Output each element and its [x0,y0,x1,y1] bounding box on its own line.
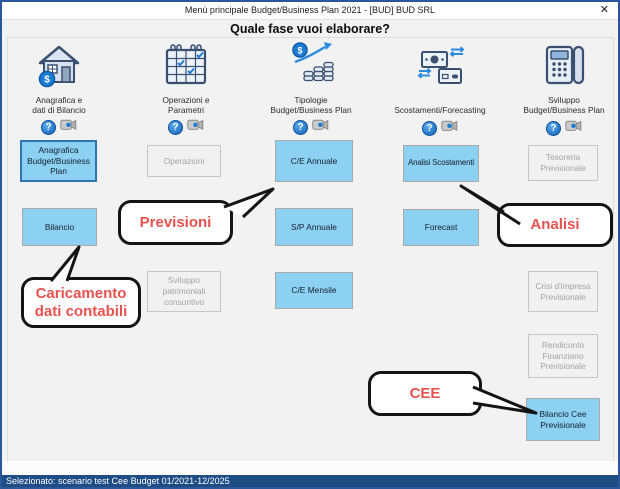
close-icon[interactable]: ✕ [599,4,609,16]
anagrafica-budget-button[interactable]: Anagrafica Budget/Business Plan [20,140,97,182]
column-label-scostamenti: Scostamenti/Forecasting [394,104,486,115]
video-tutorial-icon[interactable] [565,118,582,138]
analisi-callout: Analisi [497,203,613,247]
help-icon[interactable]: ? [293,119,308,135]
ce-annuale-button[interactable]: C/E Annuale [275,140,353,182]
video-tutorial-icon[interactable] [60,117,77,137]
page-title: Quale fase vuoi elaborare? [230,22,390,36]
bilancio-button[interactable]: Bilancio [22,208,97,246]
title-bar: Menù principale Budget/Business Plan 202… [2,2,618,20]
help-row-anagrafica: ? [41,117,77,137]
bottom-panel [3,461,617,475]
svg-text:$: $ [297,46,302,56]
ce-mensile-button[interactable]: C/E Mensile [275,272,353,309]
desk-phone-icon [540,42,588,93]
rendiconto-finanziario-button[interactable]: Rendiconto Finanziario Previsionale [528,334,598,378]
operazioni-button[interactable]: Operazioni [147,145,221,177]
svg-text:$: $ [44,75,50,86]
money-transfer-icon [417,45,465,96]
coins-growth-icon: $ [287,40,335,91]
tesoreria-previsionale-button[interactable]: Tesoreria Previsionale [528,145,598,181]
sp-annuale-button[interactable]: S/P Annuale [275,208,353,246]
help-icon[interactable]: ? [422,120,437,136]
previsioni-callout: Previsioni [118,200,233,245]
analisi-scostamenti-button[interactable]: Analisi Scostamenti [403,145,479,182]
help-row-scostamenti: ? [422,118,458,138]
video-tutorial-icon[interactable] [441,118,458,138]
help-row-tipologie: ? [293,117,329,137]
column-label-tipologie: Tipologie Budget/Business Plan [270,94,352,115]
house-dollar-icon: $ [35,42,83,93]
sviluppo-patrimoniali-button[interactable]: Sviluppo patrimoniali consuntivo [147,271,221,312]
help-row-sviluppo: ? [546,118,582,138]
status-bar: Selezionato: scenario test Cee Budget 01… [2,475,618,487]
column-label-anagrafica: Anagrafica e dati di Bilancio [32,94,86,115]
help-icon[interactable]: ? [168,119,183,135]
help-icon[interactable]: ? [41,119,56,135]
bilancio-cee-button[interactable]: Bilancio Cee Previsionale [526,398,600,441]
forecast-button[interactable]: Forecast [403,209,479,246]
caricamento-callout: Caricamento dati contabili [21,277,141,328]
crisi-impresa-button[interactable]: Crisi d'impresa Previsionale [528,271,598,312]
video-tutorial-icon[interactable] [312,117,329,137]
calendar-check-icon [162,42,210,93]
help-row-operazioni: ? [168,117,204,137]
video-tutorial-icon[interactable] [187,117,204,137]
column-label-sviluppo: Sviluppo Budget/Business Plan [523,94,605,115]
window-title: Menù principale Budget/Business Plan 202… [184,5,436,15]
column-label-operazioni: Operazioni e Parametri [162,94,210,115]
cee-callout: CEE [368,371,482,416]
help-icon[interactable]: ? [546,120,561,136]
